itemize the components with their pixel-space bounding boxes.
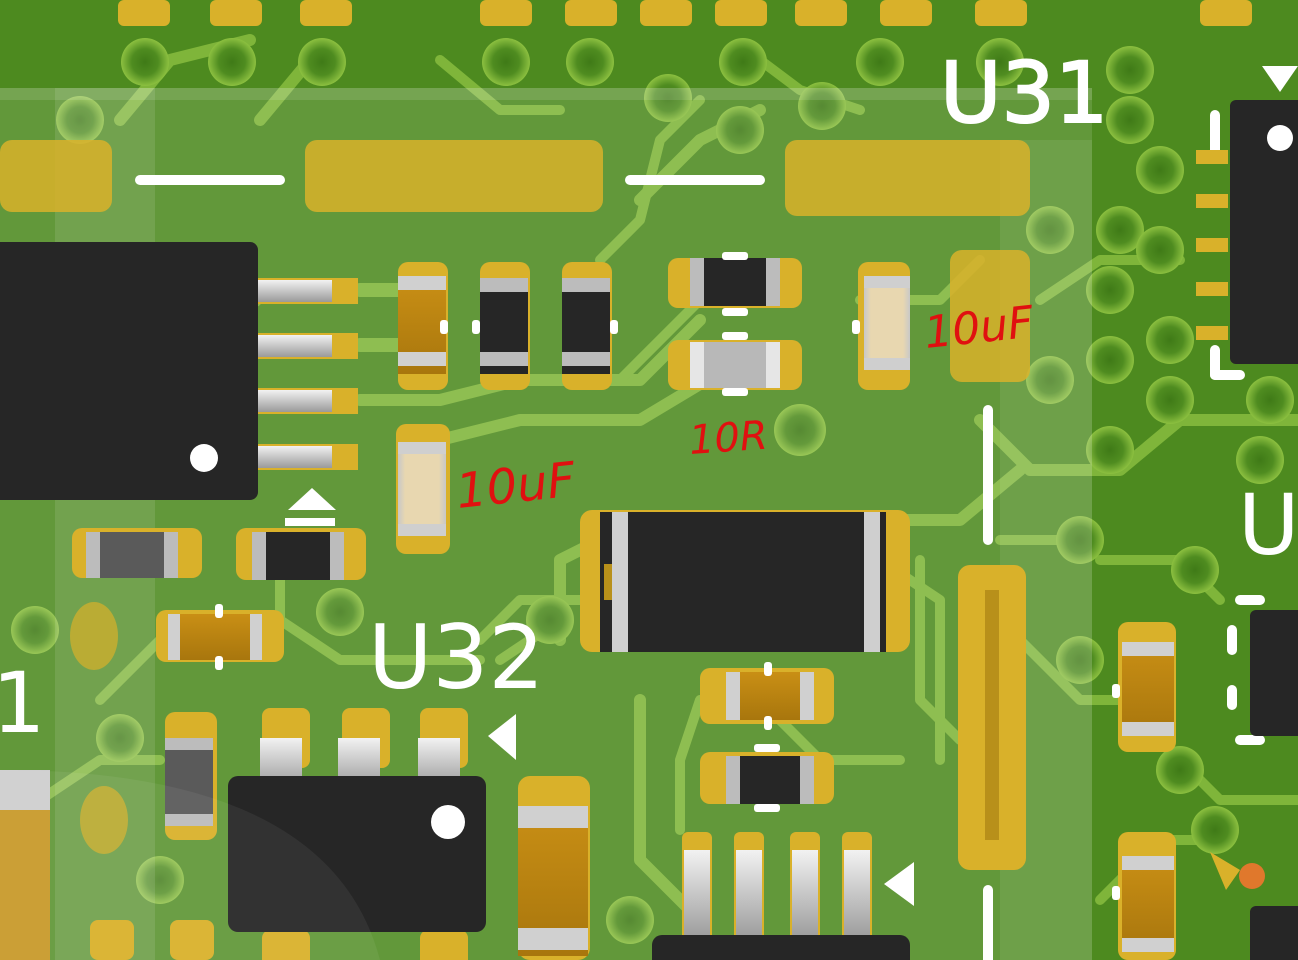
silkscreen-lines: [135, 110, 1265, 960]
power-resistor: [580, 510, 910, 652]
ic-u32: [0, 708, 516, 960]
designators: U31 U32 U 1: [0, 43, 1298, 752]
ic-bottom-center: [652, 832, 914, 960]
ic-left-soic: [0, 242, 358, 526]
pin1-marker: [190, 444, 218, 472]
pin1-marker: [431, 805, 465, 839]
pin1-marker: [1267, 125, 1293, 151]
designator-partial-left: 1: [0, 654, 45, 752]
vias: [11, 38, 1294, 944]
ic-u31: [1196, 66, 1298, 960]
passive-components: [0, 258, 1176, 960]
designator-u-partial: U: [1238, 476, 1298, 574]
annotation-resistor: 10R: [687, 413, 769, 464]
designator-u31: U31: [940, 44, 1108, 142]
annotation-cap-left: 10uF: [453, 452, 579, 520]
designator-u32: U32: [368, 606, 544, 709]
long-pads: [0, 140, 1030, 870]
top-header-pads: [118, 0, 1252, 26]
silk-ticks: [215, 252, 1120, 900]
value-annotations: 10uF 10uF 10R: [453, 297, 1036, 520]
annotation-cap-right: 10uF: [922, 297, 1037, 359]
